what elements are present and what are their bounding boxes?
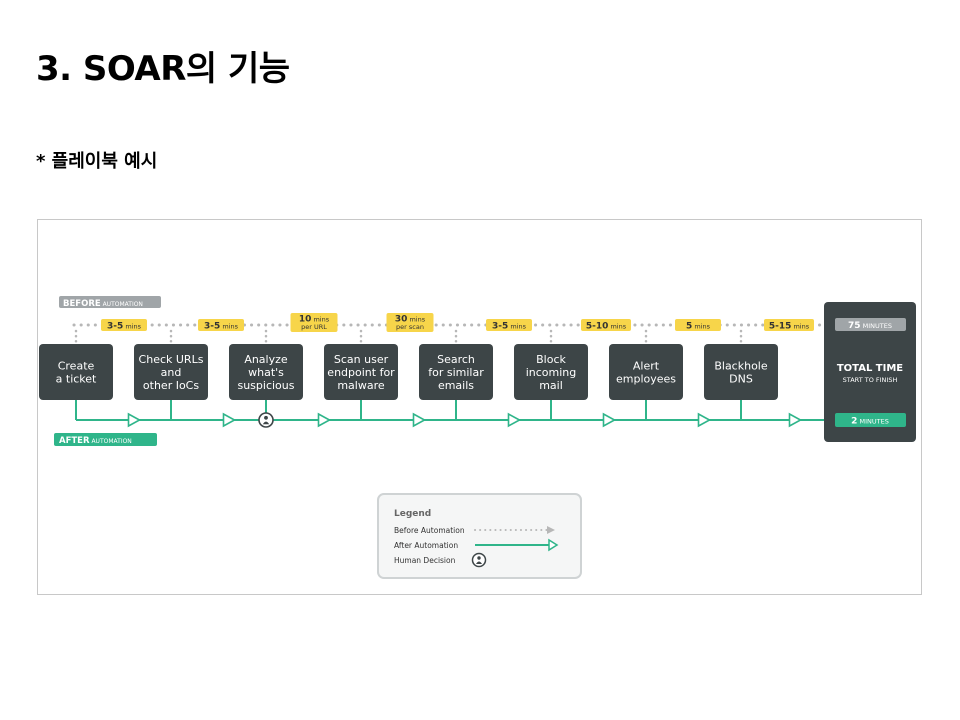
total-time-title: TOTAL TIME bbox=[837, 363, 903, 374]
human-decision-icon bbox=[258, 412, 274, 428]
step-label: Search bbox=[437, 353, 475, 366]
step-label: Create bbox=[58, 360, 95, 373]
after-arrowhead bbox=[788, 412, 803, 428]
total-after-value: 2 MINUTES bbox=[851, 417, 889, 427]
duration-sub: per scan bbox=[396, 323, 424, 331]
after-arrowhead bbox=[222, 412, 237, 428]
step-box bbox=[704, 344, 778, 400]
step-label: and bbox=[161, 366, 182, 379]
after-arrowhead bbox=[507, 412, 522, 428]
duration-badge bbox=[486, 319, 532, 331]
duration-badge bbox=[764, 319, 814, 331]
step-label: incoming bbox=[526, 366, 577, 379]
legend-item-label: Human Decision bbox=[394, 556, 456, 565]
step-label: employees bbox=[616, 373, 676, 386]
legend-box bbox=[377, 493, 582, 579]
step-label: a ticket bbox=[56, 373, 97, 386]
step-label: what's bbox=[248, 366, 284, 379]
step-box bbox=[514, 344, 588, 400]
step-label: malware bbox=[337, 379, 385, 392]
duration-badge bbox=[581, 319, 631, 331]
after-arrowhead bbox=[412, 412, 427, 428]
total-time-subtitle: START TO FINISH bbox=[843, 376, 898, 384]
legend-item-label: Before Automation bbox=[394, 526, 465, 535]
duration-value: 5-15 mins bbox=[769, 322, 810, 332]
step-label: Check URLs bbox=[139, 353, 204, 366]
legend-human-decision-icon bbox=[471, 552, 487, 568]
after-arrowhead bbox=[127, 412, 142, 428]
step-label: Analyze bbox=[244, 353, 288, 366]
duration-value: 3-5 mins bbox=[204, 322, 239, 332]
after-automation-badge bbox=[54, 433, 157, 446]
step-label: emails bbox=[438, 379, 474, 392]
after-arrowhead bbox=[697, 412, 712, 428]
step-label: endpoint for bbox=[327, 366, 395, 379]
step-box bbox=[134, 344, 208, 400]
total-before-badge bbox=[835, 318, 906, 331]
duration-value: 3-5 mins bbox=[492, 322, 527, 332]
step-label: DNS bbox=[729, 373, 753, 386]
after-arrowhead bbox=[317, 412, 332, 428]
duration-value: 5 mins bbox=[686, 322, 711, 332]
step-box bbox=[324, 344, 398, 400]
duration-badge bbox=[101, 319, 147, 331]
duration-badge bbox=[290, 313, 338, 332]
step-label: Scan user bbox=[334, 353, 389, 366]
before-automation-badge bbox=[59, 296, 161, 308]
step-box bbox=[609, 344, 683, 400]
total-after-badge bbox=[835, 413, 906, 427]
legend-after-arrow bbox=[548, 538, 559, 552]
step-label: mail bbox=[539, 379, 563, 392]
duration-value: 5-10 mins bbox=[586, 322, 627, 332]
step-box bbox=[419, 344, 493, 400]
duration-value: 30 mins bbox=[395, 315, 426, 325]
step-box bbox=[229, 344, 303, 400]
slide-title: 3. SOAR의 기능 bbox=[36, 49, 290, 89]
step-label: Alert bbox=[633, 360, 660, 373]
legend-before-arrow bbox=[547, 526, 555, 534]
total-before-value: 75 MINUTES bbox=[848, 321, 892, 331]
legend-title: Legend bbox=[394, 509, 431, 519]
step-label: suspicious bbox=[237, 379, 294, 392]
legend-item-label: After Automation bbox=[394, 541, 458, 550]
duration-badge bbox=[198, 319, 244, 331]
duration-badge bbox=[386, 313, 434, 332]
step-label: Blackhole bbox=[714, 360, 768, 373]
step-box bbox=[39, 344, 113, 400]
after-arrowhead bbox=[602, 412, 617, 428]
after-automation-label: AFTER AUTOMATION bbox=[59, 436, 132, 446]
slide-subtitle: * 플레이북 예시 bbox=[36, 151, 158, 172]
duration-value: 10 mins bbox=[299, 315, 330, 325]
step-label: Block bbox=[536, 353, 566, 366]
duration-sub: per URL bbox=[301, 323, 327, 331]
total-time-box bbox=[824, 302, 916, 442]
step-label: for similar bbox=[428, 366, 484, 379]
before-automation-label: BEFORE AUTOMATION bbox=[63, 299, 143, 309]
duration-value: 3-5 mins bbox=[107, 322, 142, 332]
step-label: other IoCs bbox=[143, 379, 199, 392]
duration-badge bbox=[675, 319, 721, 331]
